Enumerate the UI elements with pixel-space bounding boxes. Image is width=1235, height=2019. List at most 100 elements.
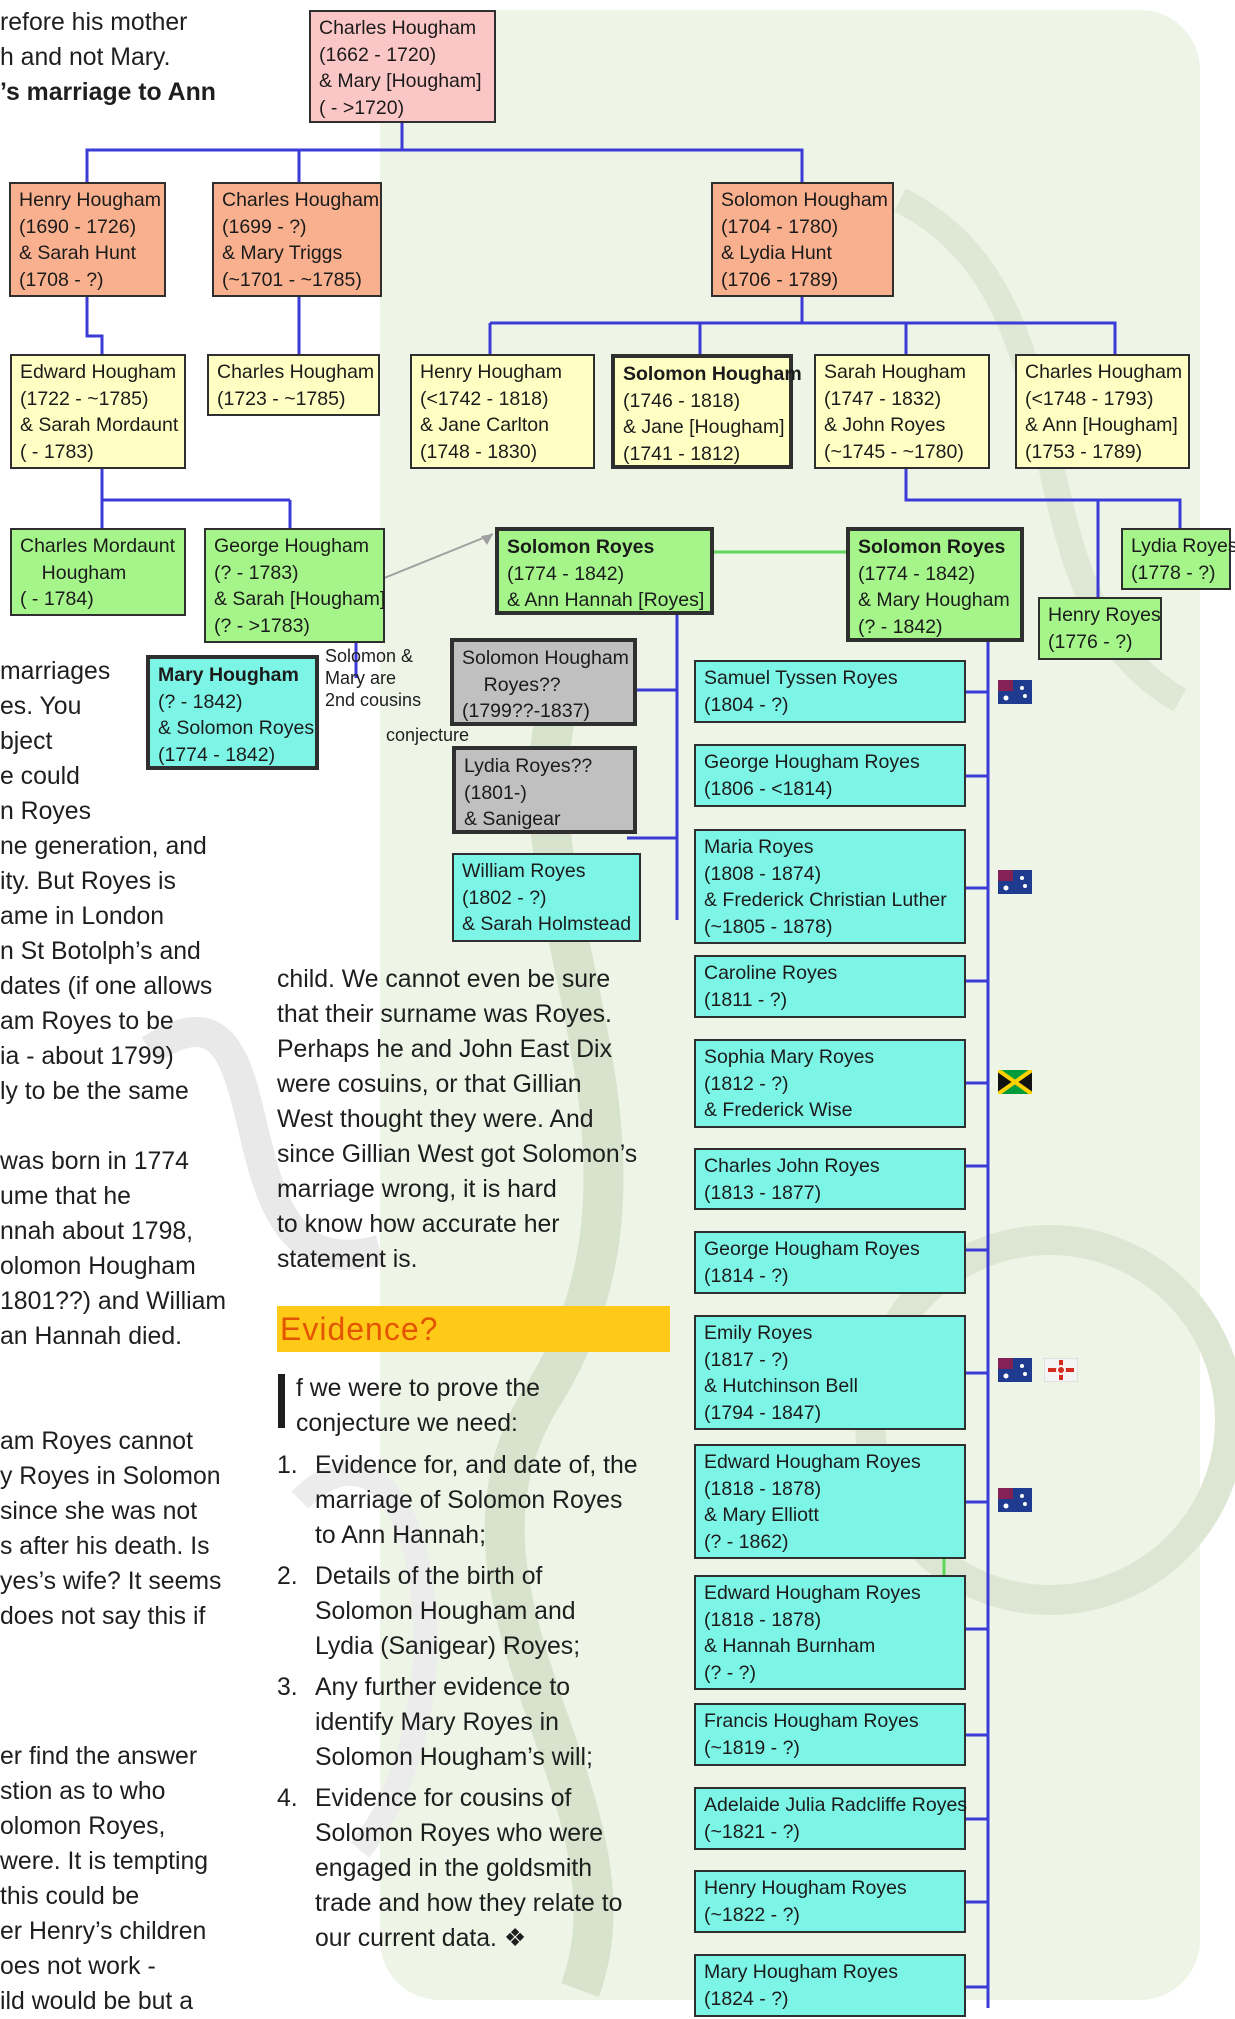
person-box-solomon-royes-mary[interactable]: Solomon Royes (1774 - 1842) & Mary Hough…	[846, 527, 1024, 642]
person-box-charles-1748[interactable]: Charles Hougham (<1748 - 1793) & Ann [Ho…	[1015, 354, 1190, 469]
person-box-charles-mordaunt[interactable]: Charles Mordaunt Hougham ( - 1784)	[10, 528, 186, 616]
box-line: Edward Hougham Royes	[704, 1451, 921, 1473]
person-box-francis[interactable]: Francis Hougham Royes (~1819 - ?)	[694, 1703, 966, 1766]
text-line: since she was not	[0, 1498, 198, 1525]
text-line: since Gillian West got Solomon’s	[277, 1141, 638, 1168]
box-line: Sophia Mary Royes	[704, 1046, 875, 1068]
box-line: (1706 - 1789)	[721, 268, 839, 291]
box-line: & Hannah Burnham	[704, 1635, 876, 1657]
person-box-edward-mary-elliott[interactable]: Edward Hougham Royes (1818 - 1878) & Mar…	[694, 1444, 966, 1559]
box-line: & Jane [Hougham]	[623, 416, 785, 438]
box-line: Lydia Royes	[1131, 535, 1235, 557]
conjecture-label: conjecture	[386, 725, 470, 745]
person-box-sarah-1747[interactable]: Sarah Hougham (1747 - 1832) & John Royes…	[814, 354, 990, 469]
box-line: ( - 1784)	[20, 588, 94, 610]
person-box-caroline[interactable]: Caroline Royes (1811 - ?)	[694, 955, 966, 1018]
box-line: (1817 - ?)	[704, 1348, 789, 1371]
text-line: h and not Mary.	[0, 44, 171, 71]
list-number: 3.	[277, 1674, 298, 1701]
person-box-george-1814[interactable]: George Hougham Royes (1814 - ?)	[694, 1231, 966, 1294]
text-line: Any further evidence to	[315, 1674, 571, 1701]
box-line: (? - 1842)	[158, 690, 243, 713]
box-line: George Hougham	[214, 535, 370, 557]
box-line: Henry Hougham	[420, 361, 562, 383]
text-line: marriage of Solomon Royes	[315, 1487, 623, 1514]
person-box-solomon-1704[interactable]: Solomon Hougham (1704 - 1780) & Lydia Hu…	[711, 182, 894, 297]
box-line: (1776 - ?)	[1048, 630, 1133, 653]
text-line: Evidence for cousins of	[315, 1785, 572, 1812]
person-box-samuel[interactable]: Samuel Tyssen Royes (1804 - ?)	[694, 660, 966, 723]
text-line: f we were to prove the	[296, 1375, 540, 1402]
box-line: Solomon Royes	[858, 536, 1006, 558]
person-box-henry-1822[interactable]: Henry Hougham Royes (~1822 - ?)	[694, 1870, 966, 1933]
box-line: & Mary Hougham	[858, 589, 1010, 611]
text-line: Solomon Hougham’s will;	[315, 1744, 593, 1771]
person-box-lydia-1778[interactable]: Lydia Royes (1778 - ?)	[1121, 528, 1235, 590]
box-line: (1804 - ?)	[704, 693, 789, 716]
drop-cap-i	[278, 1374, 285, 1428]
box-line: Maria Royes	[704, 836, 814, 858]
text-line: does not say this if	[0, 1603, 206, 1630]
box-line: (1813 - 1877)	[704, 1181, 822, 1204]
box-line: Solomon Hougham	[623, 363, 802, 385]
person-box-henry-1776[interactable]: Henry Royes (1776 - ?)	[1038, 597, 1162, 660]
box-line: (? - 1783)	[214, 561, 299, 584]
text-line: were cosuins, or that Gillian	[277, 1071, 582, 1098]
text-line: that their surname was Royes.	[277, 1001, 612, 1028]
text-line: stion as to who	[0, 1778, 166, 1805]
box-line: & Jane Carlton	[420, 414, 549, 436]
box-line: Solomon Hougham	[462, 647, 629, 669]
box-line: (1818 - 1878)	[704, 1608, 822, 1631]
person-box-solomon-hougham-royes[interactable]: Solomon Hougham Royes?? (1799??-1837)	[450, 638, 637, 726]
box-line: (1808 - 1874)	[704, 862, 822, 885]
text-line	[0, 1354, 226, 1389]
person-box-maria[interactable]: Maria Royes (1808 - 1874) & Frederick Ch…	[694, 829, 966, 944]
box-line: Solomon Royes	[507, 536, 655, 558]
text-line	[0, 1704, 226, 1739]
person-box-george-1806[interactable]: George Hougham Royes (1806 - <1814)	[694, 744, 966, 807]
text-line: dates (if one allows	[0, 973, 213, 1000]
box-line: (1699 - ?)	[222, 215, 307, 238]
text-line-bold: ’s marriage to Ann	[0, 79, 216, 106]
text-line: bject	[0, 728, 53, 755]
person-box-mary-1824[interactable]: Mary Hougham Royes (1824 - ?)	[694, 1954, 966, 2017]
person-box-lydia-1801[interactable]: Lydia Royes?? (1801-) & Sanigear	[452, 746, 637, 834]
note-line: Mary are	[325, 668, 397, 688]
person-box-william-1802[interactable]: William Royes (1802 - ?) & Sarah Holmste…	[452, 853, 641, 942]
person-box-henry-1742[interactable]: Henry Hougham (<1742 - 1818) & Jane Carl…	[410, 354, 595, 469]
person-box-adelaide[interactable]: Adelaide Julia Radcliffe Royes (~1821 - …	[694, 1787, 967, 1850]
person-box-charles-1699[interactable]: Charles Hougham (1699 - ?) & Mary Triggs…	[212, 182, 382, 297]
list-number: 1.	[277, 1452, 298, 1479]
person-box-charles-john[interactable]: Charles John Royes (1813 - 1877)	[694, 1148, 966, 1210]
text-line: es. You	[0, 693, 82, 720]
person-box-george-1783[interactable]: George Hougham (? - 1783) & Sarah [Hough…	[204, 528, 385, 643]
text-line: olomon Royes,	[0, 1813, 166, 1840]
person-box-henry-1690[interactable]: Henry Hougham (1690 - 1726) & Sarah Hunt…	[9, 182, 166, 297]
box-line: George Hougham Royes	[704, 751, 920, 773]
person-box-sophia[interactable]: Sophia Mary Royes (1812 - ?) & Frederick…	[694, 1039, 966, 1128]
box-line: Sarah Hougham	[824, 361, 967, 383]
text-line: s after his death. Is	[0, 1533, 210, 1560]
person-box-charles-1723[interactable]: Charles Hougham (1723 - ~1785)	[207, 354, 380, 416]
text-line: identify Mary Royes in	[315, 1709, 559, 1736]
person-box-emily[interactable]: Emily Royes (1817 - ?) & Hutchinson Bell…	[694, 1315, 966, 1430]
person-box-solomon-royes-ann[interactable]: Solomon Royes (1774 - 1842) & Ann Hannah…	[495, 527, 714, 615]
person-box-edward-hannah-burnham[interactable]: Edward Hougham Royes (1818 - 1878) & Han…	[694, 1575, 966, 1690]
box-line: & Sanigear	[464, 808, 561, 830]
text-line: am Royes to be	[0, 1008, 174, 1035]
australia-flag-icon	[998, 680, 1032, 704]
box-line: (1814 - ?)	[704, 1264, 789, 1287]
text-line: West thought they were. And	[277, 1106, 594, 1133]
person-box-charles-1662[interactable]: Charles Hougham (1662 - 1720) & Mary [Ho…	[309, 10, 496, 123]
person-box-solomon-1746[interactable]: Solomon Hougham (1746 - 1818) & Jane [Ho…	[611, 354, 802, 469]
text-line: am Royes cannot	[0, 1428, 193, 1455]
text-line: to Ann Hannah;	[315, 1522, 486, 1549]
box-line: (? - ?)	[704, 1661, 757, 1684]
text-line	[0, 1389, 226, 1424]
person-box-mary-hougham[interactable]: Mary Hougham (? - 1842) & Solomon Royes …	[146, 655, 319, 770]
box-line: (1801-)	[464, 781, 527, 804]
box-line: (1824 - ?)	[704, 1987, 789, 2010]
evidence-intro: f we were to prove the conjecture we nee…	[296, 1371, 540, 1441]
person-box-edward-1722[interactable]: Edward Hougham (1722 - ~1785) & Sarah Mo…	[10, 354, 186, 469]
text-line: was born in 1774	[0, 1148, 189, 1175]
